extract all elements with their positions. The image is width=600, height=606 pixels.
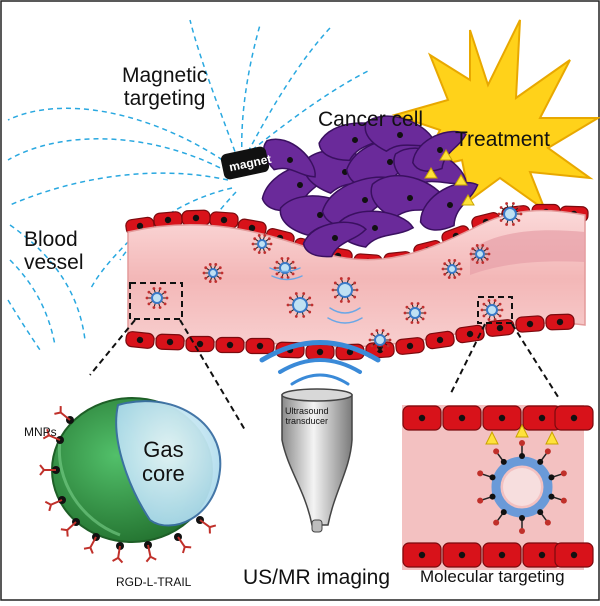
mnp-ligand — [40, 465, 60, 475]
red-cell — [182, 210, 211, 226]
gas-core-label: Gas core — [142, 438, 185, 486]
mnp-ligand — [144, 541, 156, 562]
magnetic-targeting-line1: Magnetic — [122, 64, 207, 87]
red-cell — [516, 316, 545, 333]
inset-red-cell — [555, 406, 593, 430]
blood-vessel-line1: Blood — [24, 228, 84, 251]
mnp-ligand — [61, 518, 80, 537]
mnp-ligand — [84, 533, 100, 553]
inset-red-cell — [483, 543, 521, 567]
mnp-ligand — [45, 496, 66, 511]
blood-vessel-line2: vessel — [24, 251, 84, 274]
ultrasound-line2: transducer — [285, 417, 329, 427]
inset-red-cell — [483, 406, 521, 430]
rgd-trail-label: RGD-L-TRAIL — [116, 576, 191, 589]
inset-red-cell — [403, 406, 441, 430]
ultrasound-transducer-label: Ultrasound transducer — [285, 407, 329, 427]
red-cell — [306, 345, 334, 360]
inset-red-cell — [443, 406, 481, 430]
gas-core-line1: Gas — [142, 438, 185, 462]
red-cell — [156, 334, 185, 350]
red-cell — [246, 339, 274, 354]
mnp-ligand — [113, 542, 124, 563]
red-cell — [485, 319, 514, 337]
gas-core-line2: core — [142, 462, 185, 486]
mnp-ligand — [54, 406, 74, 424]
inset-red-cell — [555, 543, 593, 567]
red-cell — [425, 331, 455, 350]
inset-red-cell — [443, 543, 481, 567]
magnetic-targeting-line2: targeting — [122, 87, 207, 110]
red-cell — [395, 337, 424, 355]
mnps-label: MNPs — [24, 426, 57, 439]
blood-vessel-label: Blood vessel — [24, 228, 84, 274]
us-mr-imaging-label: US/MR imaging — [243, 566, 390, 589]
cancer-cell-label: Cancer cell — [318, 108, 423, 131]
red-cell — [216, 338, 244, 353]
red-cell — [546, 314, 575, 330]
molecular-targeting-inset — [402, 405, 593, 570]
inset-red-cell — [403, 543, 441, 567]
mnp-ligand — [174, 533, 191, 553]
treatment-label: Treatment — [455, 128, 550, 151]
molecular-targeting-label: Molecular targeting — [420, 568, 565, 587]
mnp-ligand — [196, 516, 216, 534]
magnetic-targeting-label: Magnetic targeting — [122, 64, 207, 110]
red-cell — [125, 331, 154, 349]
